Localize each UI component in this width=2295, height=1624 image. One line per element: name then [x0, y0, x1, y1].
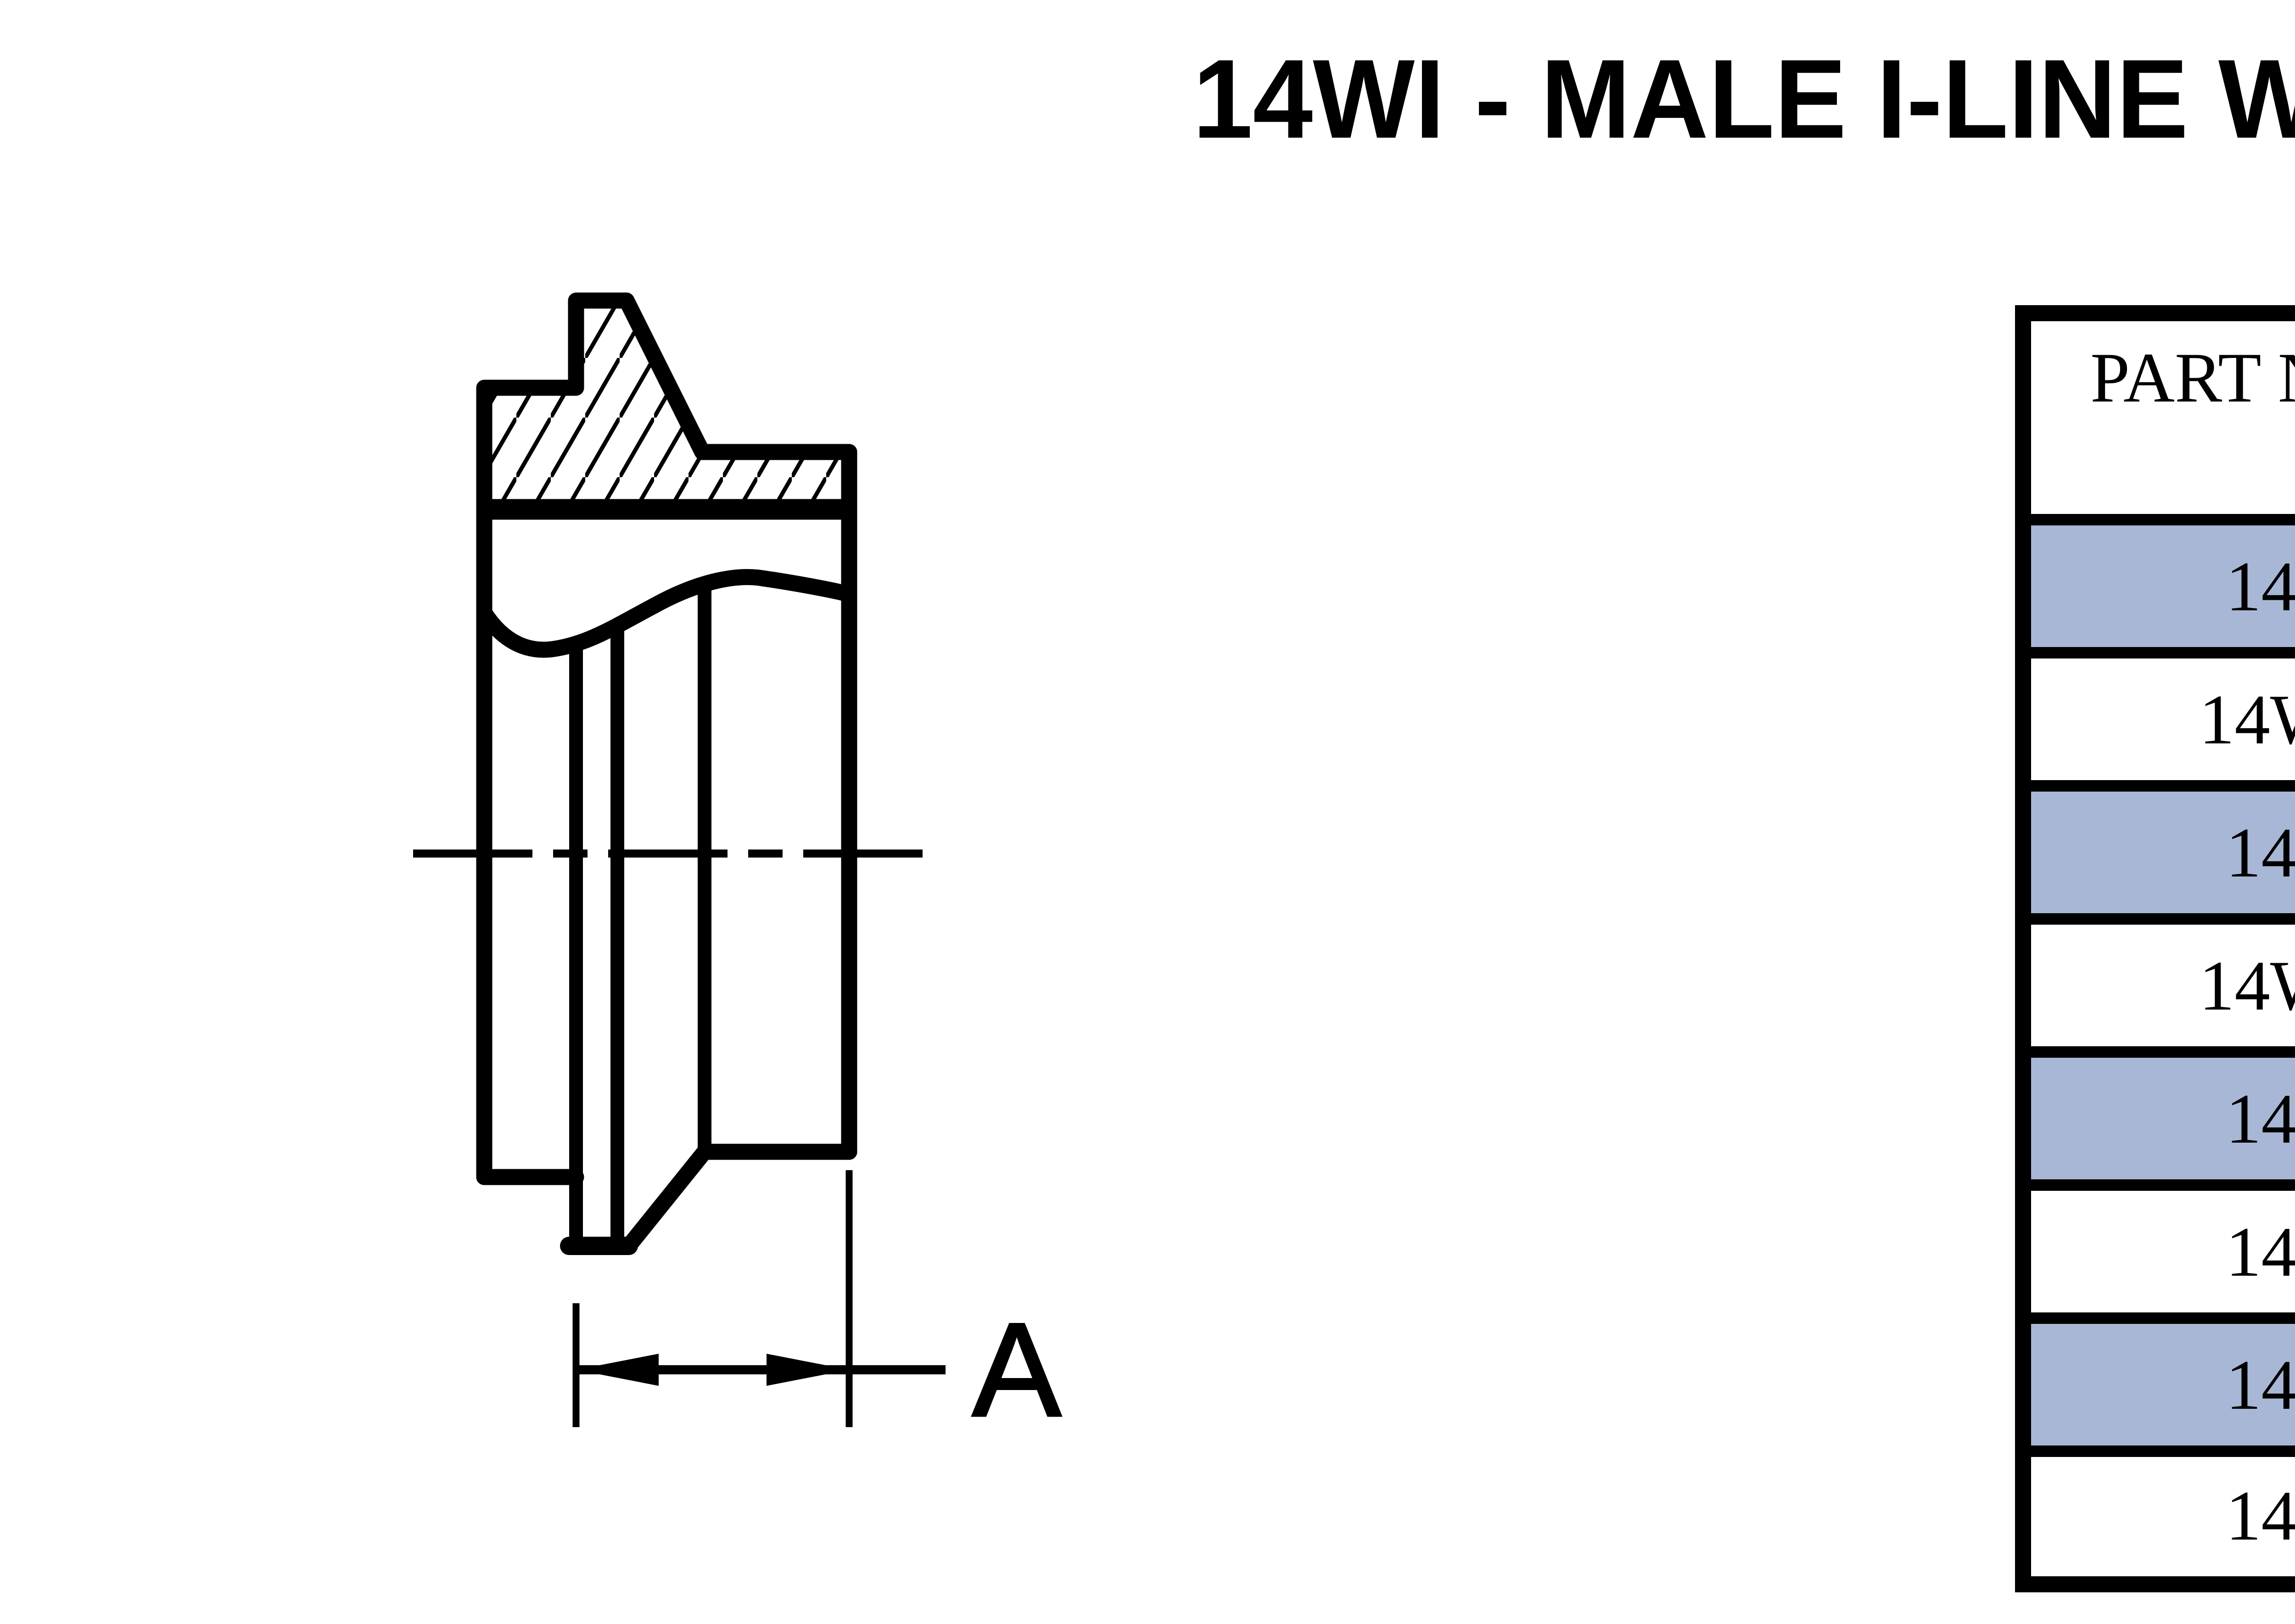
- ferrule-body-outline: [476, 444, 857, 1255]
- table-row: 14WI-3 3 .912: [2017, 1046, 2295, 1191]
- arrowhead-left: [576, 1354, 659, 1386]
- ferrule-size-table: PART NUMBER SIZE (inches) A (inches) 14W…: [2015, 305, 2295, 1592]
- ferrule-cross-section-diagram: A: [413, 292, 1063, 1445]
- cell-part-number: 14WI-1: [2017, 514, 2295, 659]
- table-row: 14WI-1.5 1-1/2 .746: [2017, 647, 2295, 792]
- page-title: 14WI - MALE I-LINE WELD FERRULE: [1192, 39, 2295, 163]
- table-row: 14WI-8 8 .818: [2017, 1445, 2295, 1590]
- table-row: 14WI-2.5 2-1/2 .850: [2017, 913, 2295, 1058]
- cell-part-number: 14WI-6: [2017, 1312, 2295, 1457]
- header-line2: [2035, 424, 2295, 508]
- col-header-part-number: PART NUMBER: [2017, 307, 2295, 525]
- cell-part-number: 14WI-2: [2017, 780, 2295, 925]
- cell-part-number: 14WI-1.5: [2017, 647, 2295, 792]
- table-row: 14WI-6 6 .818: [2017, 1312, 2295, 1457]
- cell-part-number: 14WI-8: [2017, 1445, 2295, 1590]
- table-header-row: PART NUMBER SIZE (inches) A (inches): [2017, 307, 2295, 525]
- arrowhead-right: [767, 1354, 849, 1386]
- cell-part-number: 14WI-2.5: [2017, 913, 2295, 1058]
- dimension-label: A: [972, 1295, 1062, 1444]
- dimension-a: A: [572, 1170, 1063, 1445]
- cell-part-number: 14WI-4: [2017, 1179, 2295, 1324]
- cone-taper-edge: [621, 1144, 713, 1254]
- header-line1: PART NUMBER: [2090, 337, 2295, 418]
- table-row: 14WI-4 4 1.037: [2017, 1179, 2295, 1324]
- break-line-wave: [476, 569, 857, 658]
- hatched-weld-collar: [476, 292, 857, 518]
- table-row: 14WI-2 2 .780: [2017, 780, 2295, 925]
- cell-part-number: 14WI-3: [2017, 1046, 2295, 1191]
- table-row: 14WI-1 1 .589: [2017, 514, 2295, 659]
